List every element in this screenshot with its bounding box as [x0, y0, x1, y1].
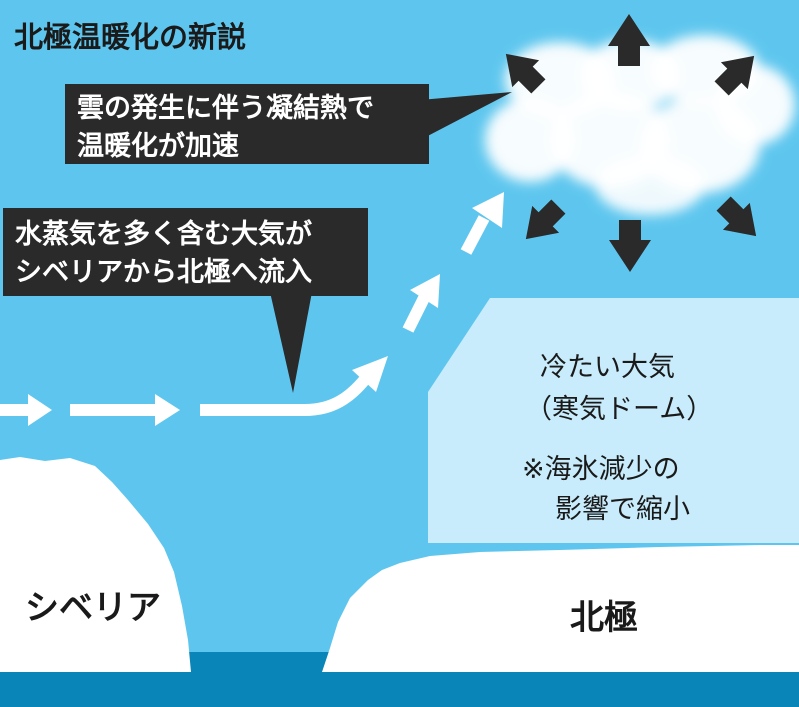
- siberia-land: [0, 457, 191, 672]
- callout-line: 温暖化が加速: [77, 131, 239, 162]
- cold-air-dome: [428, 298, 799, 543]
- airflow-arrow-up-right-icon: [460, 192, 504, 255]
- callout-1-pointer: [420, 92, 512, 140]
- arrow-down-right-icon: [716, 196, 757, 237]
- callout-2-pointer: [270, 292, 312, 393]
- cold-dome-note: 影響で縮小: [555, 494, 690, 525]
- airflow-arrow-right-icon: [0, 394, 52, 426]
- arrow-up-icon: [608, 14, 650, 66]
- arrow-down-left-icon: [525, 199, 566, 240]
- arctic-land: [322, 545, 799, 672]
- cold-dome-label: 冷たい大気: [540, 352, 675, 383]
- callout-line: 水蒸気を多く含む大気が: [15, 219, 312, 250]
- airflow-arrow-up-right-icon: [402, 274, 440, 333]
- callout-line: 雲の発生に伴う凝結熱で: [77, 93, 374, 124]
- siberia-label: シベリア: [25, 588, 161, 628]
- callout-line: シベリアから北極へ流入: [15, 257, 312, 288]
- airflow-arrows: [0, 192, 504, 426]
- diagram-title: 北極温暖化の新説: [14, 20, 247, 54]
- airflow-arrow-right-icon: [70, 394, 180, 426]
- callout-cloud-heat: 雲の発生に伴う凝結熱で 温暖化が加速: [65, 84, 429, 164]
- callout-moist-air: 水蒸気を多く含む大気が シベリアから北極へ流入: [3, 208, 368, 296]
- cold-dome-sublabel: （寒気ドーム）: [525, 394, 714, 425]
- airflow-curve-arrow-icon: [200, 356, 388, 416]
- cold-dome-note: ※海氷減少の: [522, 454, 680, 485]
- arrow-down-icon: [609, 220, 651, 272]
- arctic-label: 北極: [570, 598, 638, 638]
